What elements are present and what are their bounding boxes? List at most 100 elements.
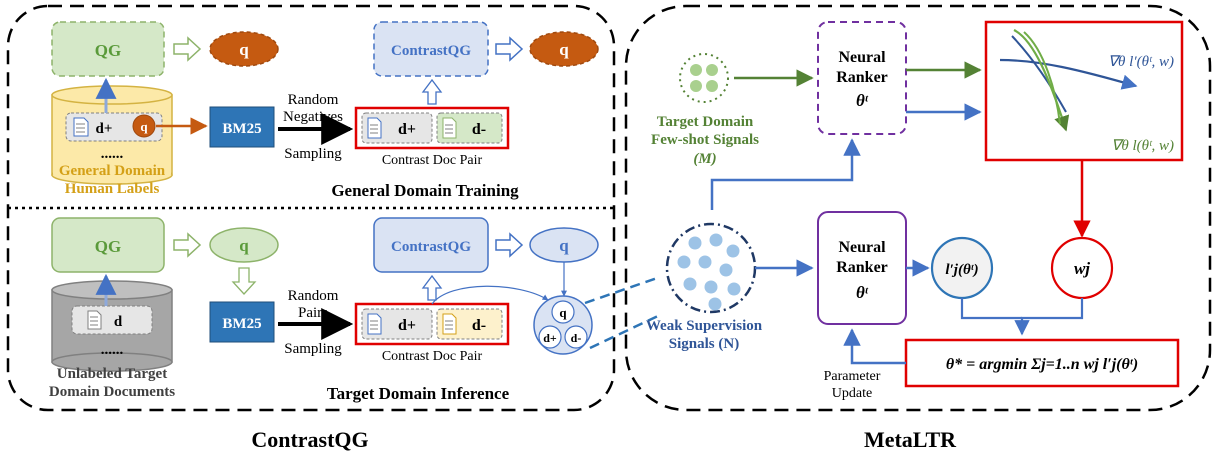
fewshot-signals-icon [679,53,729,103]
general-domain-label-line2: Human Labels [65,181,160,197]
sampling-text-training-line2: Negatives [283,109,343,125]
cluster-q-circle [551,300,575,324]
section-title-inference: Target Domain Inference [327,384,510,403]
doc-box-inference [71,305,153,335]
bm25-box-training [209,106,275,148]
fewshot-label-line2: Few-shot Signals [651,132,759,148]
query-label-inference: q [239,236,249,255]
cluster-q-label: q [559,305,567,320]
parameter-update-line1: Parameter [824,369,881,384]
metaltr-panel-title: MetaLTR [864,427,957,452]
query-label-contrastqg-inference: q [559,236,569,255]
connector-loss-to-objective [960,298,1022,320]
weak-supervision-cluster [665,222,757,314]
gradient-curve-blue-1 [999,58,1138,90]
query-node-contrastqg-training [529,31,599,67]
arrow-weak-to-ranker-top [710,138,861,210]
contrastqg-panel-title: ContrastQG [251,427,368,452]
connector-weight-to-objective [1014,298,1084,336]
contrastqg-label-inference: ContrastQG [391,239,471,255]
gradient-curve-green-1 [1013,29,1070,132]
objective-formula: θ* = argmin Σj=1..n wj l′j(θᵗ) [946,356,1138,373]
query-node-inference [209,227,279,263]
doc-icon [442,117,457,139]
gradient-top-label: ∇θ l′(θᵗ, w) [1108,54,1174,70]
block-arrow-q-to-bm25-inference [231,267,257,295]
unlabeled-label-line2: Domain Documents [49,384,175,400]
gradient-bottom-label: ∇θ l(θᵗ, w) [1111,138,1174,154]
sampling-text-inference-line3: Sampling [284,341,342,357]
bm25-label-training: BM25 [222,121,261,137]
qg-label-training: QG [95,41,121,60]
objective-box [904,338,1180,388]
query-node-training [209,31,279,67]
unlabeled-label-line1: Unlabeled Target [57,366,167,382]
fewshot-label-line1: Target Domain [657,114,754,130]
loss-node-label: l′j(θᵗ) [945,262,978,278]
doc-icon [73,117,89,137]
fewshot-symbol: (M) [693,151,716,167]
connector-pair-to-cluster [431,285,549,305]
block-arrow-contrastqg-to-q-inference [495,232,524,258]
doc-pos-label-training: d+ [398,121,416,138]
doc-icon [367,117,382,139]
general-domain-label-line1: General Domain [59,163,166,179]
doc-icon [367,313,382,335]
gradient-curve-green-2 [1023,31,1061,125]
doc-icon [442,313,457,335]
query-label-source: q [140,119,148,134]
section-title-training: General Domain Training [331,181,519,200]
query-label-contrastqg-training: q [559,40,569,59]
ranker-bottom-label-line1: Neural [838,239,886,256]
gradient-curve-blue-2 [1011,35,1067,113]
weak-label-line1: Weak Supervision [646,318,763,334]
query-label-training: q [239,40,249,59]
weight-node-label: wj [1074,259,1090,278]
qg-box-training [51,21,165,77]
doc-pos-label-source: d+ [96,121,113,137]
ranker-top-label-line1: Neural [838,49,886,66]
pair-caption-inference: Contrast Doc Pair [382,349,483,364]
doc-neg-label-training: d- [472,121,486,138]
block-arrow-qg-to-q-training [173,36,202,62]
dashed-link-upper [584,275,661,305]
sampling-text-training-line1: Random [288,92,339,108]
sampling-text-inference-line2: Pairs [298,305,328,321]
contrastqg-label-training: ContrastQG [391,43,471,59]
block-arrow-pair-to-contrastqg-training [421,78,443,105]
cluster-dpos-circle [538,325,562,349]
ellipsis-training: ...... [101,146,124,162]
weak-label-line2: Signals (N) [669,336,739,352]
qg-label-inference: QG [95,237,121,256]
cluster-dneg-label: d- [571,331,582,345]
dashed-link-lower [589,313,661,350]
sampling-text-inference-line1: Random [288,288,339,304]
doc-pos-label-inference: d+ [398,317,416,334]
doc-label-inference: d [114,314,123,330]
contrastqg-box-inference [373,217,489,273]
ranker-top-param: θᵗ [856,91,869,110]
block-arrow-qg-to-q-inference [173,232,202,258]
neural-ranker-top [817,21,907,135]
contrastqg-box-training [373,21,489,77]
block-arrow-contrastqg-to-q-training [495,36,524,62]
doc-neg-label-inference: d- [472,317,486,334]
bm25-label-inference: BM25 [222,316,261,332]
parameter-update-line2: Update [832,386,872,401]
cluster-dneg-circle [564,325,588,349]
gradient-box [984,20,1184,162]
ranker-bottom-label-line2: Ranker [836,259,888,276]
arrow-parameter-update [843,328,906,365]
sampling-text-training-line3: Sampling [284,146,342,162]
qg-box-inference [51,217,165,273]
metaltr-panel-border [624,4,1212,412]
query-circle-source [132,114,156,138]
cluster-dpos-label: d+ [543,331,557,345]
ellipsis-inference: ...... [101,342,124,358]
ranker-bottom-param: θᵗ [856,283,869,302]
block-arrow-pair-to-contrastqg-inference [421,274,443,301]
ranker-top-label-line2: Ranker [836,69,888,86]
pair-caption-training: Contrast Doc Pair [382,153,483,168]
doc-icon [87,310,102,330]
